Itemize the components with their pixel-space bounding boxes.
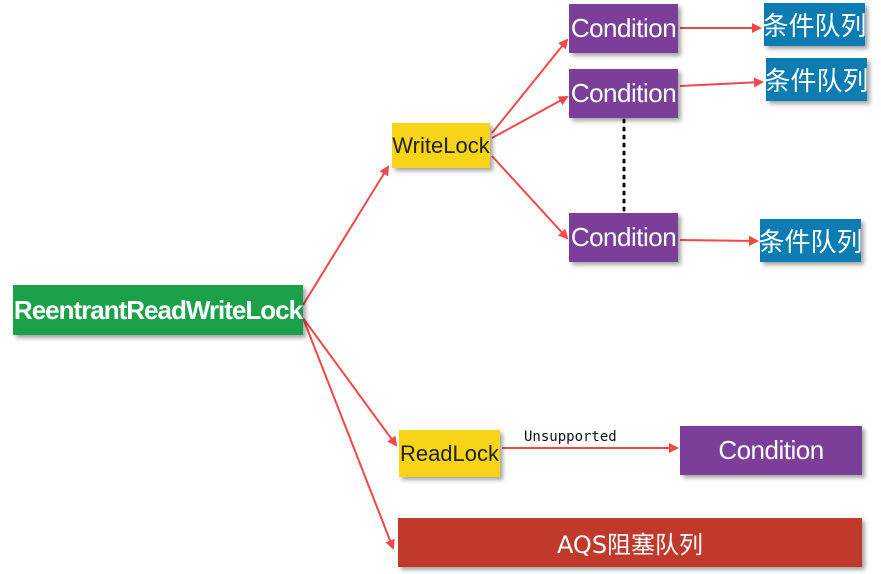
edge-writelock-to-condition-3	[491, 155, 569, 240]
edge-root-to-aqs	[302, 317, 395, 550]
read-lock-node: ReadLock	[399, 430, 500, 477]
write-condition-3-node: Condition	[569, 213, 678, 262]
reentrant-read-write-lock-node: ReentrantReadWriteLock	[13, 285, 303, 335]
edge-root-to-readlock	[302, 317, 398, 447]
edge-condition-2-to-queue-2	[679, 77, 764, 88]
edge-condition-3-to-queue-3	[679, 235, 759, 246]
unsupported-label: Unsupported	[524, 429, 617, 445]
read-condition-node: Condition	[680, 426, 862, 475]
edge-writelock-to-condition-1	[491, 38, 569, 134]
condition-queue-1-node: 条件队列	[763, 3, 867, 46]
write-lock-node: WriteLock	[392, 123, 490, 168]
aqs-blocking-queue-node: AQS阻塞队列	[398, 518, 862, 567]
condition-queue-3-node: 条件队列	[759, 219, 863, 262]
condition-queue-2-node: 条件队列	[765, 58, 869, 101]
write-condition-1-node: Condition	[569, 4, 678, 53]
edge-root-to-writelock	[302, 165, 390, 306]
edge-writelock-to-condition-2	[491, 96, 569, 139]
write-condition-2-node: Condition	[569, 69, 678, 118]
